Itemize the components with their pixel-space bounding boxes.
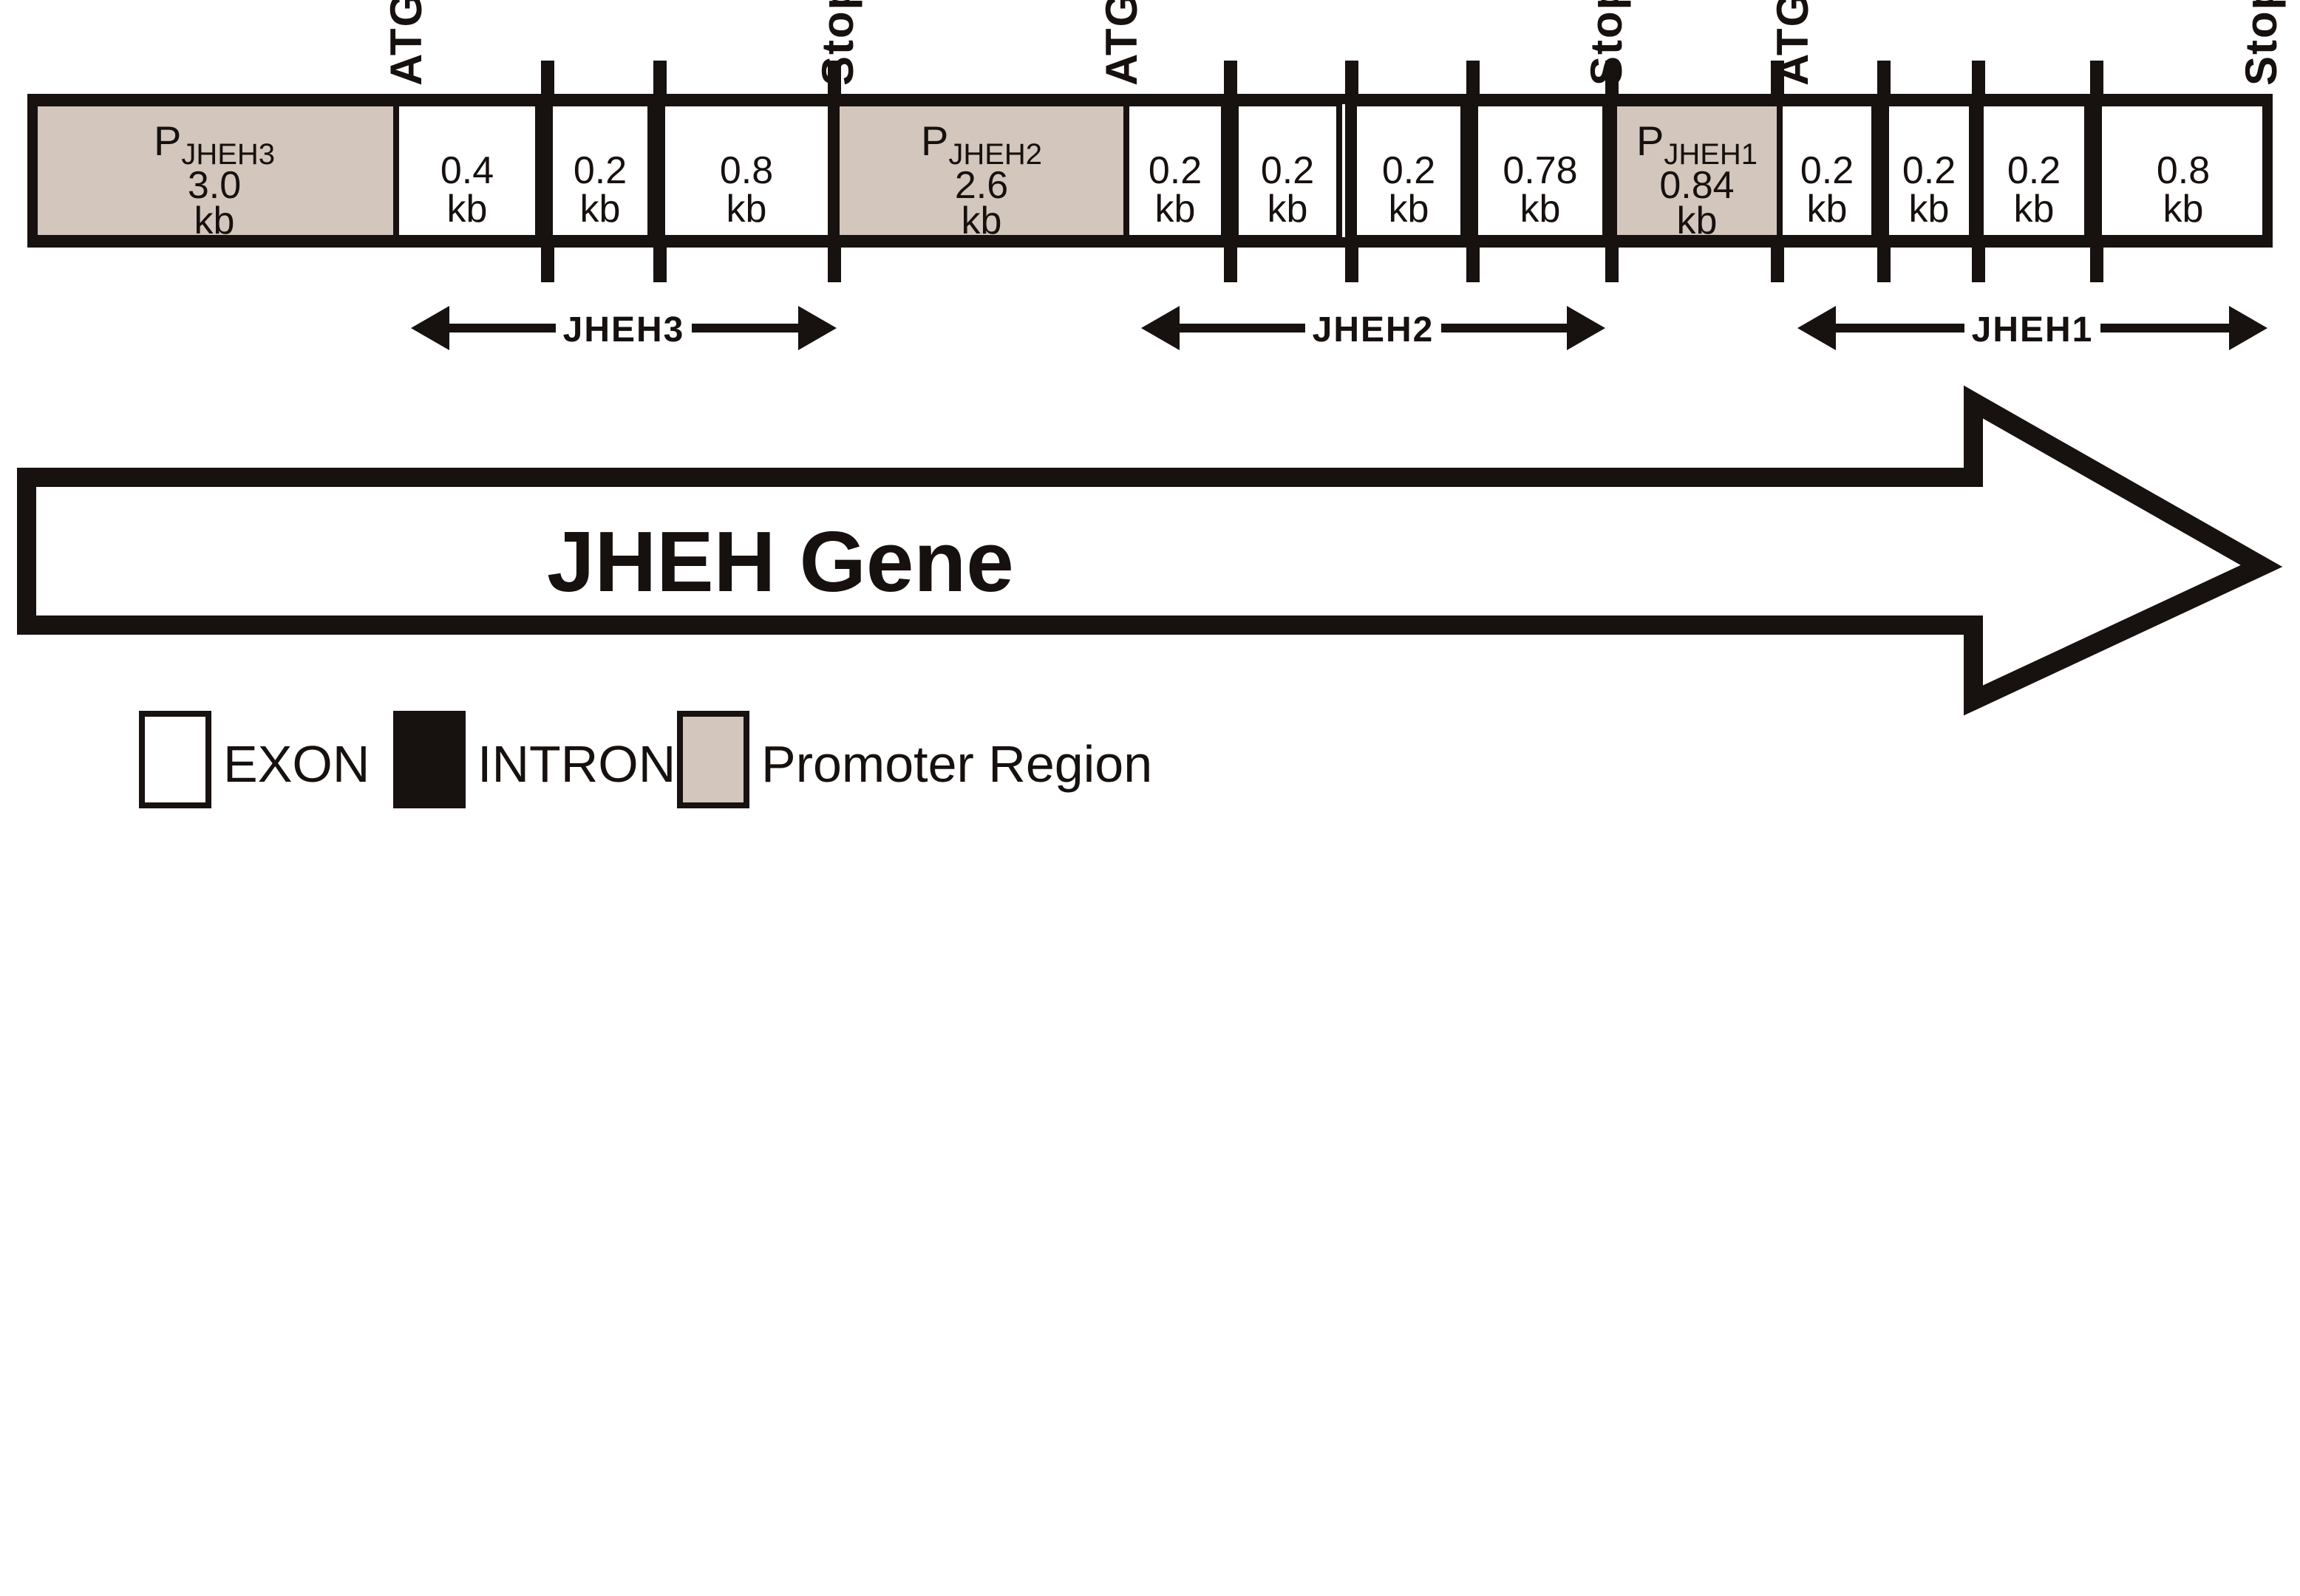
- segment-size: 0.8: [2157, 149, 2210, 192]
- segment-unit: kb: [580, 188, 621, 231]
- legend-swatch-intron: [393, 711, 466, 808]
- arrowhead-left: [411, 306, 449, 350]
- segment-unit: kb: [1909, 188, 1950, 231]
- jheh-gene-big-arrow: JHEH Gene: [17, 385, 2283, 716]
- legend-swatch-exon: [139, 711, 211, 808]
- marker-label-atg-2: ATG: [1097, 0, 1146, 86]
- gene-arrow-label: JHEH Gene: [547, 514, 1014, 610]
- legend-item-promoter: Promoter Region: [677, 711, 1152, 808]
- segment-unit: kb: [2014, 188, 2055, 231]
- legend-item-exon: EXON: [139, 711, 370, 808]
- segment-unit: kb: [447, 188, 488, 231]
- gene-span-label: JHEH1: [1972, 310, 2094, 349]
- segment-size: 0.2: [1800, 149, 1854, 192]
- segment-unit: kb: [1807, 188, 1848, 231]
- segment-size: 0.2: [574, 149, 627, 192]
- segment-unit: kb: [1520, 188, 1561, 231]
- legend-label: INTRON: [477, 735, 676, 793]
- segment-size: 0.2: [1261, 149, 1314, 192]
- segment-s3: 0.2kb: [547, 100, 653, 241]
- legend-item-intron: INTRON: [393, 711, 676, 808]
- segment-s7: 0.2kb: [1233, 100, 1342, 241]
- segment-box-exon: [1351, 100, 1466, 241]
- marker-label-stop-5: Stop: [2236, 0, 2286, 86]
- segment-s4: 0.8kb: [659, 100, 834, 241]
- segment-unit: kb: [2163, 188, 2204, 231]
- gene-span-arrows: JHEH3 JHEH2 JHEH1: [411, 306, 2267, 350]
- segment-box-exon: [547, 100, 653, 241]
- segment-unit: kb: [962, 200, 1002, 242]
- segment-unit: kb: [1268, 188, 1308, 231]
- segment-size: 2.6: [955, 164, 1008, 207]
- segment-size: 0.8: [720, 149, 773, 192]
- segment-s14: 0.8kb: [2096, 100, 2270, 241]
- arrowhead-right: [798, 306, 837, 350]
- segment-size: 0.2: [1149, 149, 1202, 192]
- segment-s13: 0.2kb: [1978, 100, 2090, 241]
- segment-s8: 0.2kb: [1351, 100, 1466, 241]
- gene-span-JHEH2: JHEH2: [1141, 306, 1605, 350]
- gene-span-label: JHEH3: [563, 310, 685, 349]
- segment-unit: kb: [194, 200, 235, 242]
- legend-swatch-promoter: [677, 711, 749, 808]
- map-segments: PJHEH33.0kb0.4kb0.2kb0.8kbPJHEH22.6kb0.2…: [30, 100, 2270, 242]
- segment-unit: kb: [1155, 188, 1196, 231]
- gene-span-JHEH3: JHEH3: [411, 306, 837, 350]
- segment-box-exon: [1883, 100, 1975, 241]
- arrowhead-right: [1567, 306, 1605, 350]
- arrowhead-right: [2229, 306, 2267, 350]
- arrowhead-left: [1141, 306, 1180, 350]
- segment-box-exon: [1978, 100, 2090, 241]
- segment-unit: kb: [727, 188, 767, 231]
- segment-size: 0.2: [1382, 149, 1435, 192]
- segment-unit: kb: [1677, 200, 1718, 242]
- segment-size: 0.84: [1659, 164, 1734, 207]
- segment-s6: 0.2kb: [1123, 100, 1227, 241]
- segment-unit: kb: [1389, 188, 1429, 231]
- arrowhead-left: [1797, 306, 1836, 350]
- legend: EXON INTRON Promoter Region: [139, 711, 1152, 808]
- segment-size: 3.0: [188, 164, 241, 207]
- map-outline: [27, 94, 2273, 248]
- gene-span-label: JHEH2: [1313, 310, 1435, 349]
- segment-size: 0.78: [1503, 149, 1577, 192]
- segment-s12: 0.2kb: [1883, 100, 1975, 241]
- segment-size: 0.4: [440, 149, 494, 192]
- segment-size: 0.2: [1902, 149, 1956, 192]
- gene-span-JHEH1: JHEH1: [1797, 306, 2267, 350]
- segment-s11: 0.2kb: [1777, 100, 1877, 241]
- legend-label: Promoter Region: [761, 735, 1152, 793]
- legend-label: EXON: [223, 735, 370, 793]
- segment-box-exon: [1233, 100, 1342, 241]
- marker-label-atg-0: ATG: [381, 0, 431, 86]
- segment-s2: 0.4kb: [393, 100, 541, 241]
- segment-size: 0.2: [2007, 149, 2061, 192]
